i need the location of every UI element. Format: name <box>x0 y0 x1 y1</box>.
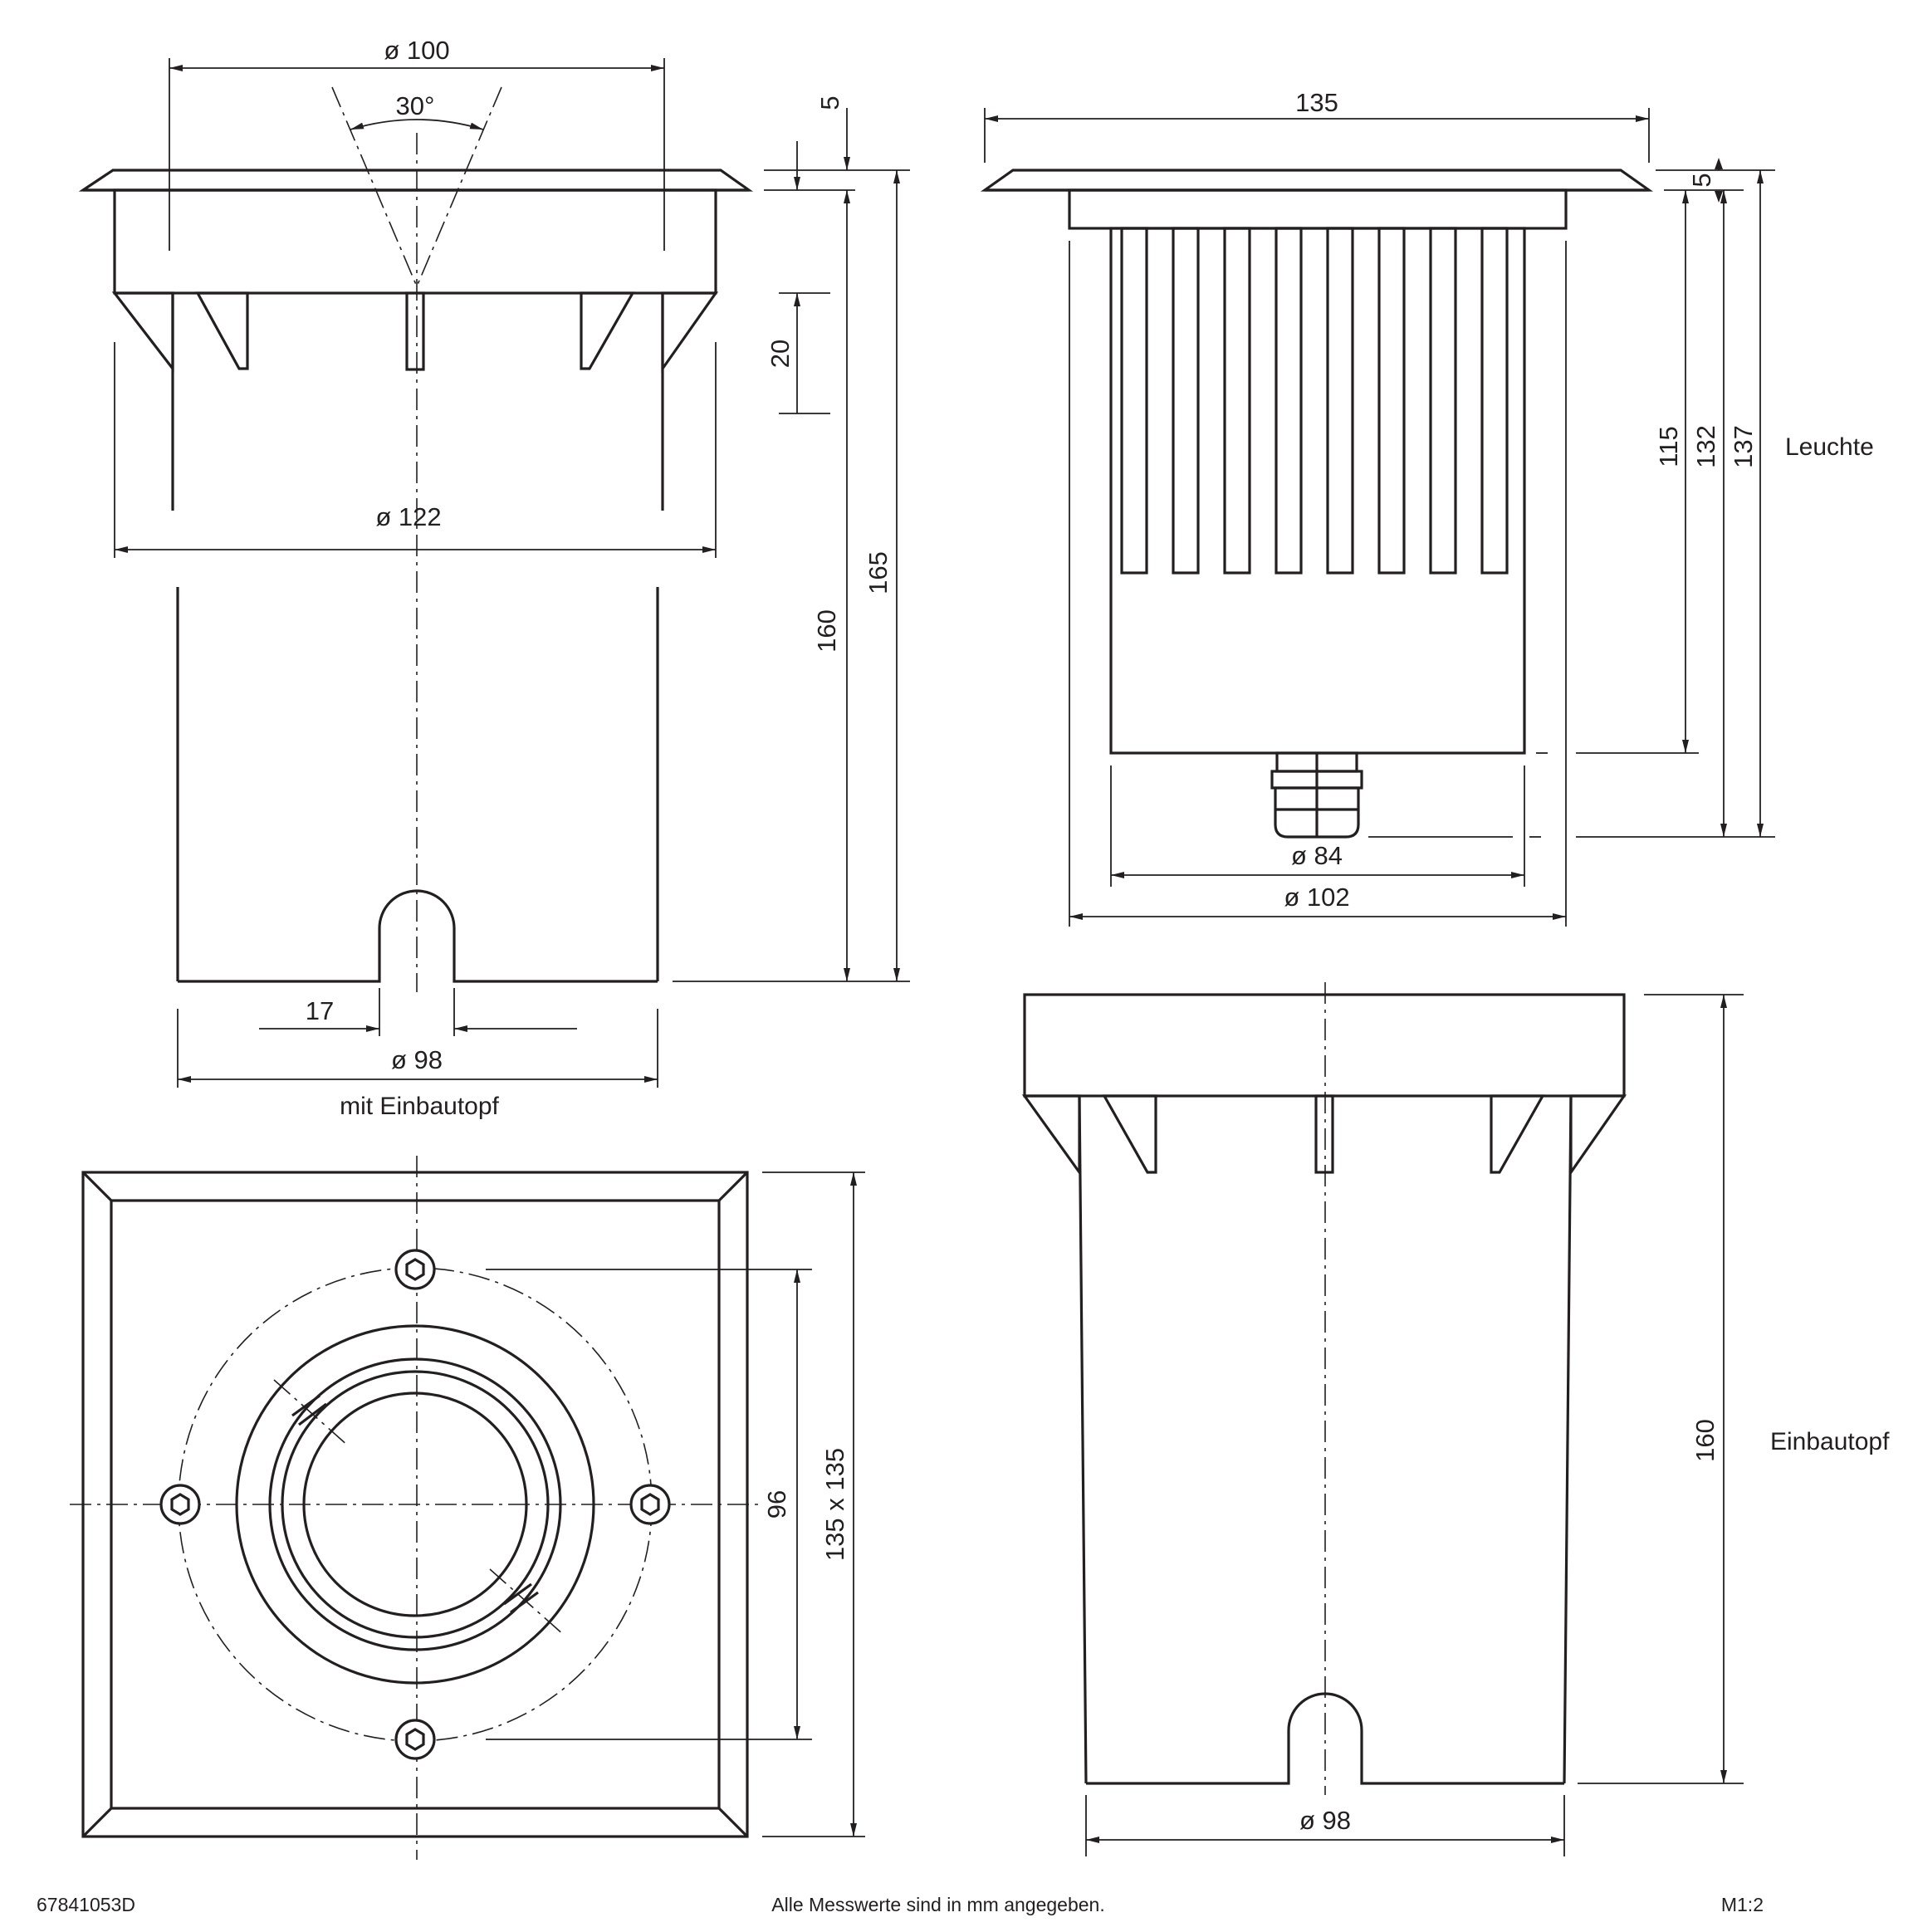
dim-diameter-84: ø 84 <box>1291 841 1343 870</box>
scale-label: M1:2 <box>1721 1894 1764 1915</box>
view-luminaire-with-housing: ø 100 30° 5 20 ø 122 160 165 17 ø 98 mit… <box>78 36 910 1120</box>
dim-diameter-102: ø 102 <box>1284 883 1349 912</box>
dim-flange-5-right: 5 <box>1687 173 1716 187</box>
dim-height-165: 165 <box>864 551 893 594</box>
screw-top <box>394 1249 436 1290</box>
cooling-fins <box>1120 227 1509 575</box>
label-leuchte: Leuchte <box>1785 433 1874 461</box>
dim-top-diameter-100: ø 100 <box>384 36 449 65</box>
dim-notch-17: 17 <box>306 996 334 1025</box>
dim-height-137: 137 <box>1729 425 1758 468</box>
cable-gland <box>1270 751 1363 839</box>
dim-square-135x135: 135 x 135 <box>820 1448 849 1561</box>
dim-angle-30: 30° <box>396 91 435 120</box>
dim-diameter-122: ø 122 <box>375 502 441 531</box>
view-luminaire: 135 5 115 132 137 Leuchte ø 84 ø 102 <box>980 88 1874 927</box>
screw-right <box>629 1484 671 1525</box>
dim-bolt-distance-96: 96 <box>762 1490 791 1519</box>
dim-height-115: 115 <box>1654 426 1683 467</box>
dim-diameter-98-bottom: ø 98 <box>1299 1806 1351 1835</box>
dim-height-160: 160 <box>812 609 841 653</box>
dim-width-135: 135 <box>1295 88 1338 117</box>
view-top: 96 135 x 135 <box>70 1156 865 1860</box>
document-number: 67841053D <box>37 1894 135 1915</box>
dim-housing-height-160: 160 <box>1690 1419 1720 1462</box>
screw-left <box>159 1484 201 1525</box>
footer: 67841053D Alle Messwerte sind in mm ange… <box>37 1894 1764 1915</box>
dim-diameter-98-top: ø 98 <box>391 1045 443 1074</box>
unit-note: Alle Messwerte sind in mm angegeben. <box>771 1894 1104 1915</box>
dim-depth-20: 20 <box>766 340 795 368</box>
label-einbautopf: Einbautopf <box>1770 1428 1890 1455</box>
dim-height-132: 132 <box>1691 425 1720 468</box>
screw-bottom <box>394 1719 436 1760</box>
label-mit-einbautopf: mit Einbautopf <box>340 1093 499 1120</box>
view-installation-housing: 160 Einbautopf ø 98 <box>1021 982 1890 1856</box>
dim-flange-5-left: 5 <box>815 95 844 110</box>
